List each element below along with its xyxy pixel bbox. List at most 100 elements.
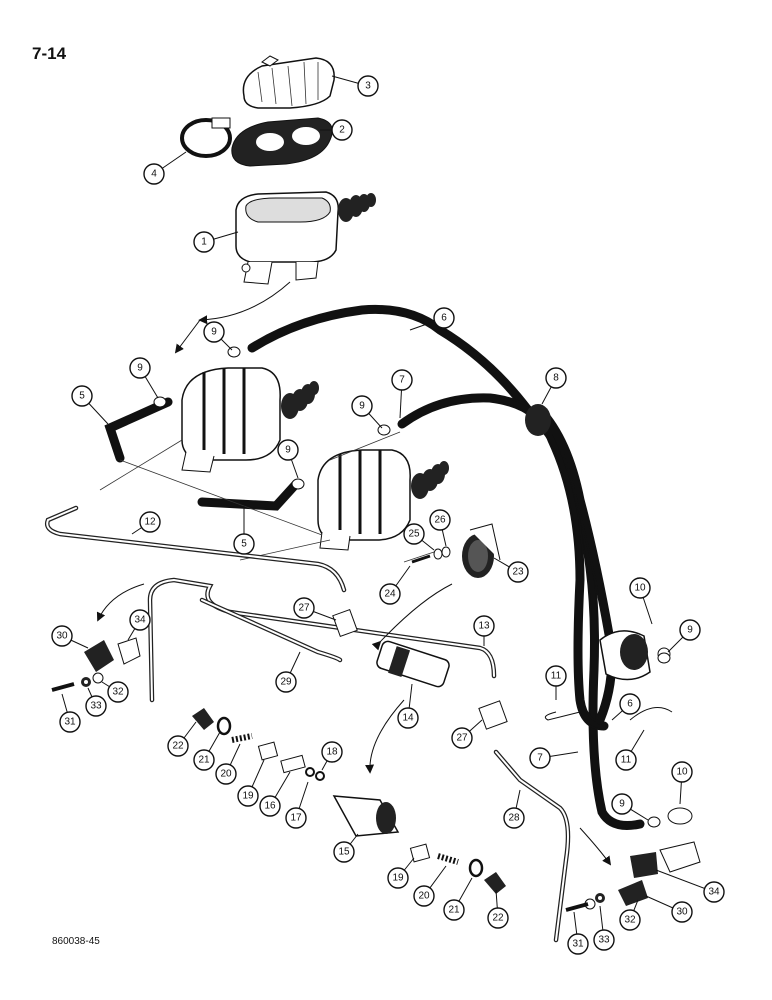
callout-number: 6: [627, 699, 633, 710]
callout-3: 3: [331, 75, 379, 97]
callout-17: 17: [285, 781, 309, 829]
callout-bubble: [71, 385, 93, 407]
callout-7: 7: [529, 747, 579, 769]
callout-number: 31: [572, 939, 584, 950]
callout-bubble: [615, 749, 637, 771]
bracket-hardware-right: [565, 852, 658, 912]
callout-bubble: [671, 901, 693, 923]
master-cylinder-right: [317, 449, 449, 551]
callout-bubble: [403, 523, 425, 545]
valve-parts-upper: [192, 708, 325, 781]
callout-bubble: [215, 763, 237, 785]
callout-23: 23: [493, 557, 529, 583]
callout-number: 11: [551, 671, 562, 682]
callout-bubble: [357, 75, 379, 97]
callout-13: 13: [473, 615, 495, 646]
callout-24: 24: [379, 565, 411, 605]
callout-number: 10: [676, 767, 688, 778]
callout-27: 27: [293, 597, 337, 621]
callout-9: 9: [203, 321, 233, 351]
callout-8: 8: [541, 367, 567, 405]
callout-20: 20: [215, 743, 241, 785]
callout-34: 34: [655, 869, 725, 903]
callout-bubble: [51, 625, 73, 647]
callout-number: 14: [402, 713, 414, 724]
callout-number: 33: [90, 701, 102, 712]
callout-12: 12: [131, 511, 161, 535]
callout-bubble: [593, 929, 615, 951]
callout-number: 18: [326, 747, 338, 758]
callout-number: 19: [242, 791, 254, 802]
callout-number: 21: [198, 755, 210, 766]
callout-number: 22: [172, 741, 184, 752]
callout-4: 4: [143, 151, 187, 185]
callout-22: 22: [487, 889, 509, 929]
callout-29: 29: [275, 651, 301, 693]
callout-number: 9: [687, 625, 693, 636]
callout-27: 27: [451, 719, 483, 749]
callout-number: 9: [137, 363, 143, 374]
callout-number: 9: [285, 445, 291, 456]
callout-number: 22: [492, 913, 504, 924]
callout-bubble: [387, 867, 409, 889]
callout-33: 33: [85, 687, 107, 717]
callout-bubble: [397, 707, 419, 729]
hose-clip: [462, 523, 501, 578]
proportioning-valve: [376, 640, 450, 688]
callout-31: 31: [567, 911, 589, 955]
callout-6: 6: [611, 693, 641, 721]
callout-bubble: [259, 795, 281, 817]
brake-tubes: [45, 505, 571, 943]
callout-11: 11: [615, 729, 645, 771]
callout-1: 1: [193, 231, 239, 253]
callout-number: 7: [399, 375, 405, 386]
callout-number: 27: [456, 733, 468, 744]
callout-30: 30: [51, 625, 89, 649]
callout-number: 32: [624, 915, 636, 926]
callout-9: 9: [611, 793, 649, 821]
callout-number: 34: [134, 615, 146, 626]
callout-32: 32: [619, 899, 641, 931]
callout-number: 27: [298, 603, 310, 614]
callout-bubble: [529, 747, 551, 769]
callout-number: 19: [392, 873, 404, 884]
callout-34: 34: [127, 609, 151, 641]
callout-bubble: [379, 583, 401, 605]
callout-28: 28: [503, 789, 525, 829]
callout-number: 8: [553, 373, 559, 384]
callout-number: 12: [144, 517, 156, 528]
callout-number: 33: [598, 935, 610, 946]
callout-number: 32: [112, 687, 124, 698]
reservoir-cover: [242, 55, 335, 109]
brake-hoses: [247, 304, 645, 830]
callout-number: 30: [676, 907, 688, 918]
callout-5: 5: [233, 506, 255, 555]
callout-bubble: [143, 163, 165, 185]
hose-clamp: [180, 117, 232, 158]
callout-bubble: [443, 899, 465, 921]
callout-bubble: [275, 671, 297, 693]
cover-gasket: [231, 117, 333, 167]
callout-bubble: [451, 727, 473, 749]
figure-id: 860038-45: [52, 936, 100, 947]
callout-11: 11: [545, 665, 567, 700]
callout-bubble: [545, 367, 567, 389]
callout-bubble: [321, 741, 343, 763]
callout-number: 29: [280, 677, 292, 688]
callout-number: 4: [151, 169, 157, 180]
callout-number: 25: [408, 529, 420, 540]
callout-20: 20: [413, 865, 447, 907]
callout-bubble: [487, 907, 509, 929]
callout-bubble: [611, 793, 633, 815]
bracket-hardware-left: [51, 637, 141, 692]
callout-number: 3: [365, 81, 371, 92]
callout-bubble: [629, 577, 651, 599]
callout-bubble: [237, 785, 259, 807]
callout-number: 10: [634, 583, 646, 594]
callout-number: 6: [441, 313, 447, 324]
callout-bubble: [203, 321, 225, 343]
callout-number: 17: [290, 813, 302, 824]
callout-number: 31: [64, 717, 76, 728]
callout-bubble: [679, 619, 701, 641]
